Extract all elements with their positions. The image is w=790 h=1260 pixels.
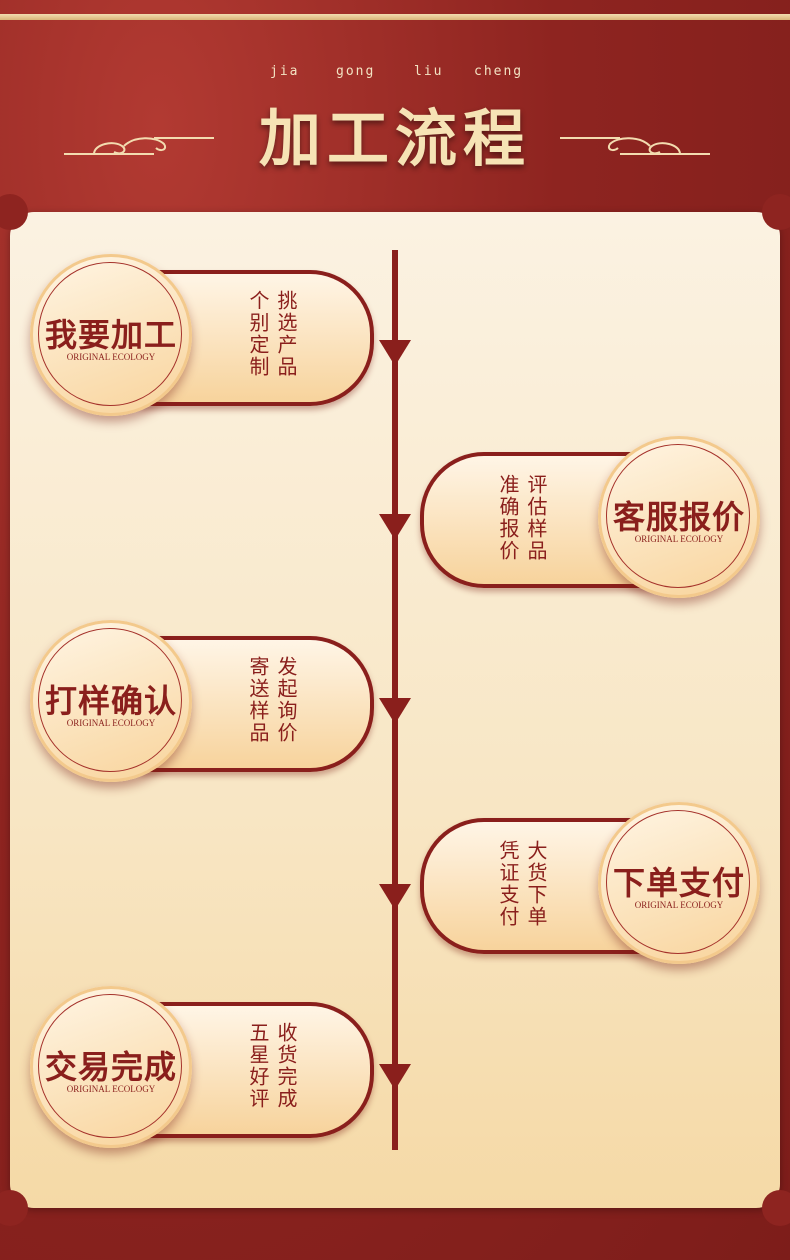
page-title: 加工流程 — [258, 102, 531, 175]
cloud-ornament-right-icon — [560, 137, 710, 155]
step-description: 挑选产品 — [274, 290, 298, 378]
step-badge: 交易完成 ORIGINAL ECOLOGY — [30, 986, 192, 1148]
step-title: 我要加工 — [44, 316, 177, 354]
step-subtitle: ORIGINAL ECOLOGY — [66, 1084, 156, 1094]
panel-notch — [762, 1190, 790, 1226]
step-subtitle: ORIGINAL ECOLOGY — [634, 900, 724, 910]
pinyin-row: jia gong liu cheng — [0, 64, 790, 84]
step-title: 交易完成 — [44, 1048, 177, 1086]
arrow-down-icon — [379, 514, 411, 540]
step-description: 寄送样品 — [246, 656, 270, 744]
step-title: 下单支付 — [612, 864, 745, 902]
cloud-ornament-left-icon — [64, 137, 214, 155]
badge-ring — [38, 628, 182, 772]
step-description: 收货完成 — [274, 1022, 298, 1110]
step-description: 个别定制 — [246, 290, 270, 378]
step-badge: 我要加工 ORIGINAL ECOLOGY — [30, 254, 192, 416]
pinyin-gong: gong — [336, 64, 376, 79]
step-description: 评估样品 — [524, 474, 548, 562]
badge-ring — [606, 444, 750, 588]
arrow-down-icon — [379, 1064, 411, 1090]
step-subtitle: ORIGINAL ECOLOGY — [66, 718, 156, 728]
arrow-down-icon — [379, 884, 411, 910]
step-description: 五星好评 — [246, 1022, 270, 1110]
step-description: 凭证支付 — [496, 840, 520, 928]
step-subtitle: ORIGINAL ECOLOGY — [66, 352, 156, 362]
step-description: 准确报价 — [496, 474, 520, 562]
step-badge: 打样确认 ORIGINAL ECOLOGY — [30, 620, 192, 782]
panel-notch — [0, 1190, 28, 1226]
badge-ring — [38, 262, 182, 406]
step-badge: 下单支付 ORIGINAL ECOLOGY — [598, 802, 760, 964]
pinyin-cheng: cheng — [474, 64, 524, 79]
step-title: 打样确认 — [44, 682, 177, 720]
arrow-down-icon — [379, 340, 411, 366]
panel-notch — [762, 194, 790, 230]
step-title: 客服报价 — [612, 498, 745, 536]
arrow-down-icon — [379, 698, 411, 724]
badge-ring — [606, 810, 750, 954]
badge-ring — [38, 994, 182, 1138]
step-subtitle: ORIGINAL ECOLOGY — [634, 534, 724, 544]
top-gold-line — [0, 14, 790, 20]
pinyin-jia: jia — [270, 64, 300, 79]
step-description: 发起询价 — [274, 656, 298, 744]
step-badge: 客服报价 ORIGINAL ECOLOGY — [598, 436, 760, 598]
step-description: 大货下单 — [524, 840, 548, 928]
pinyin-liu: liu — [414, 64, 444, 79]
panel-notch — [0, 194, 28, 230]
